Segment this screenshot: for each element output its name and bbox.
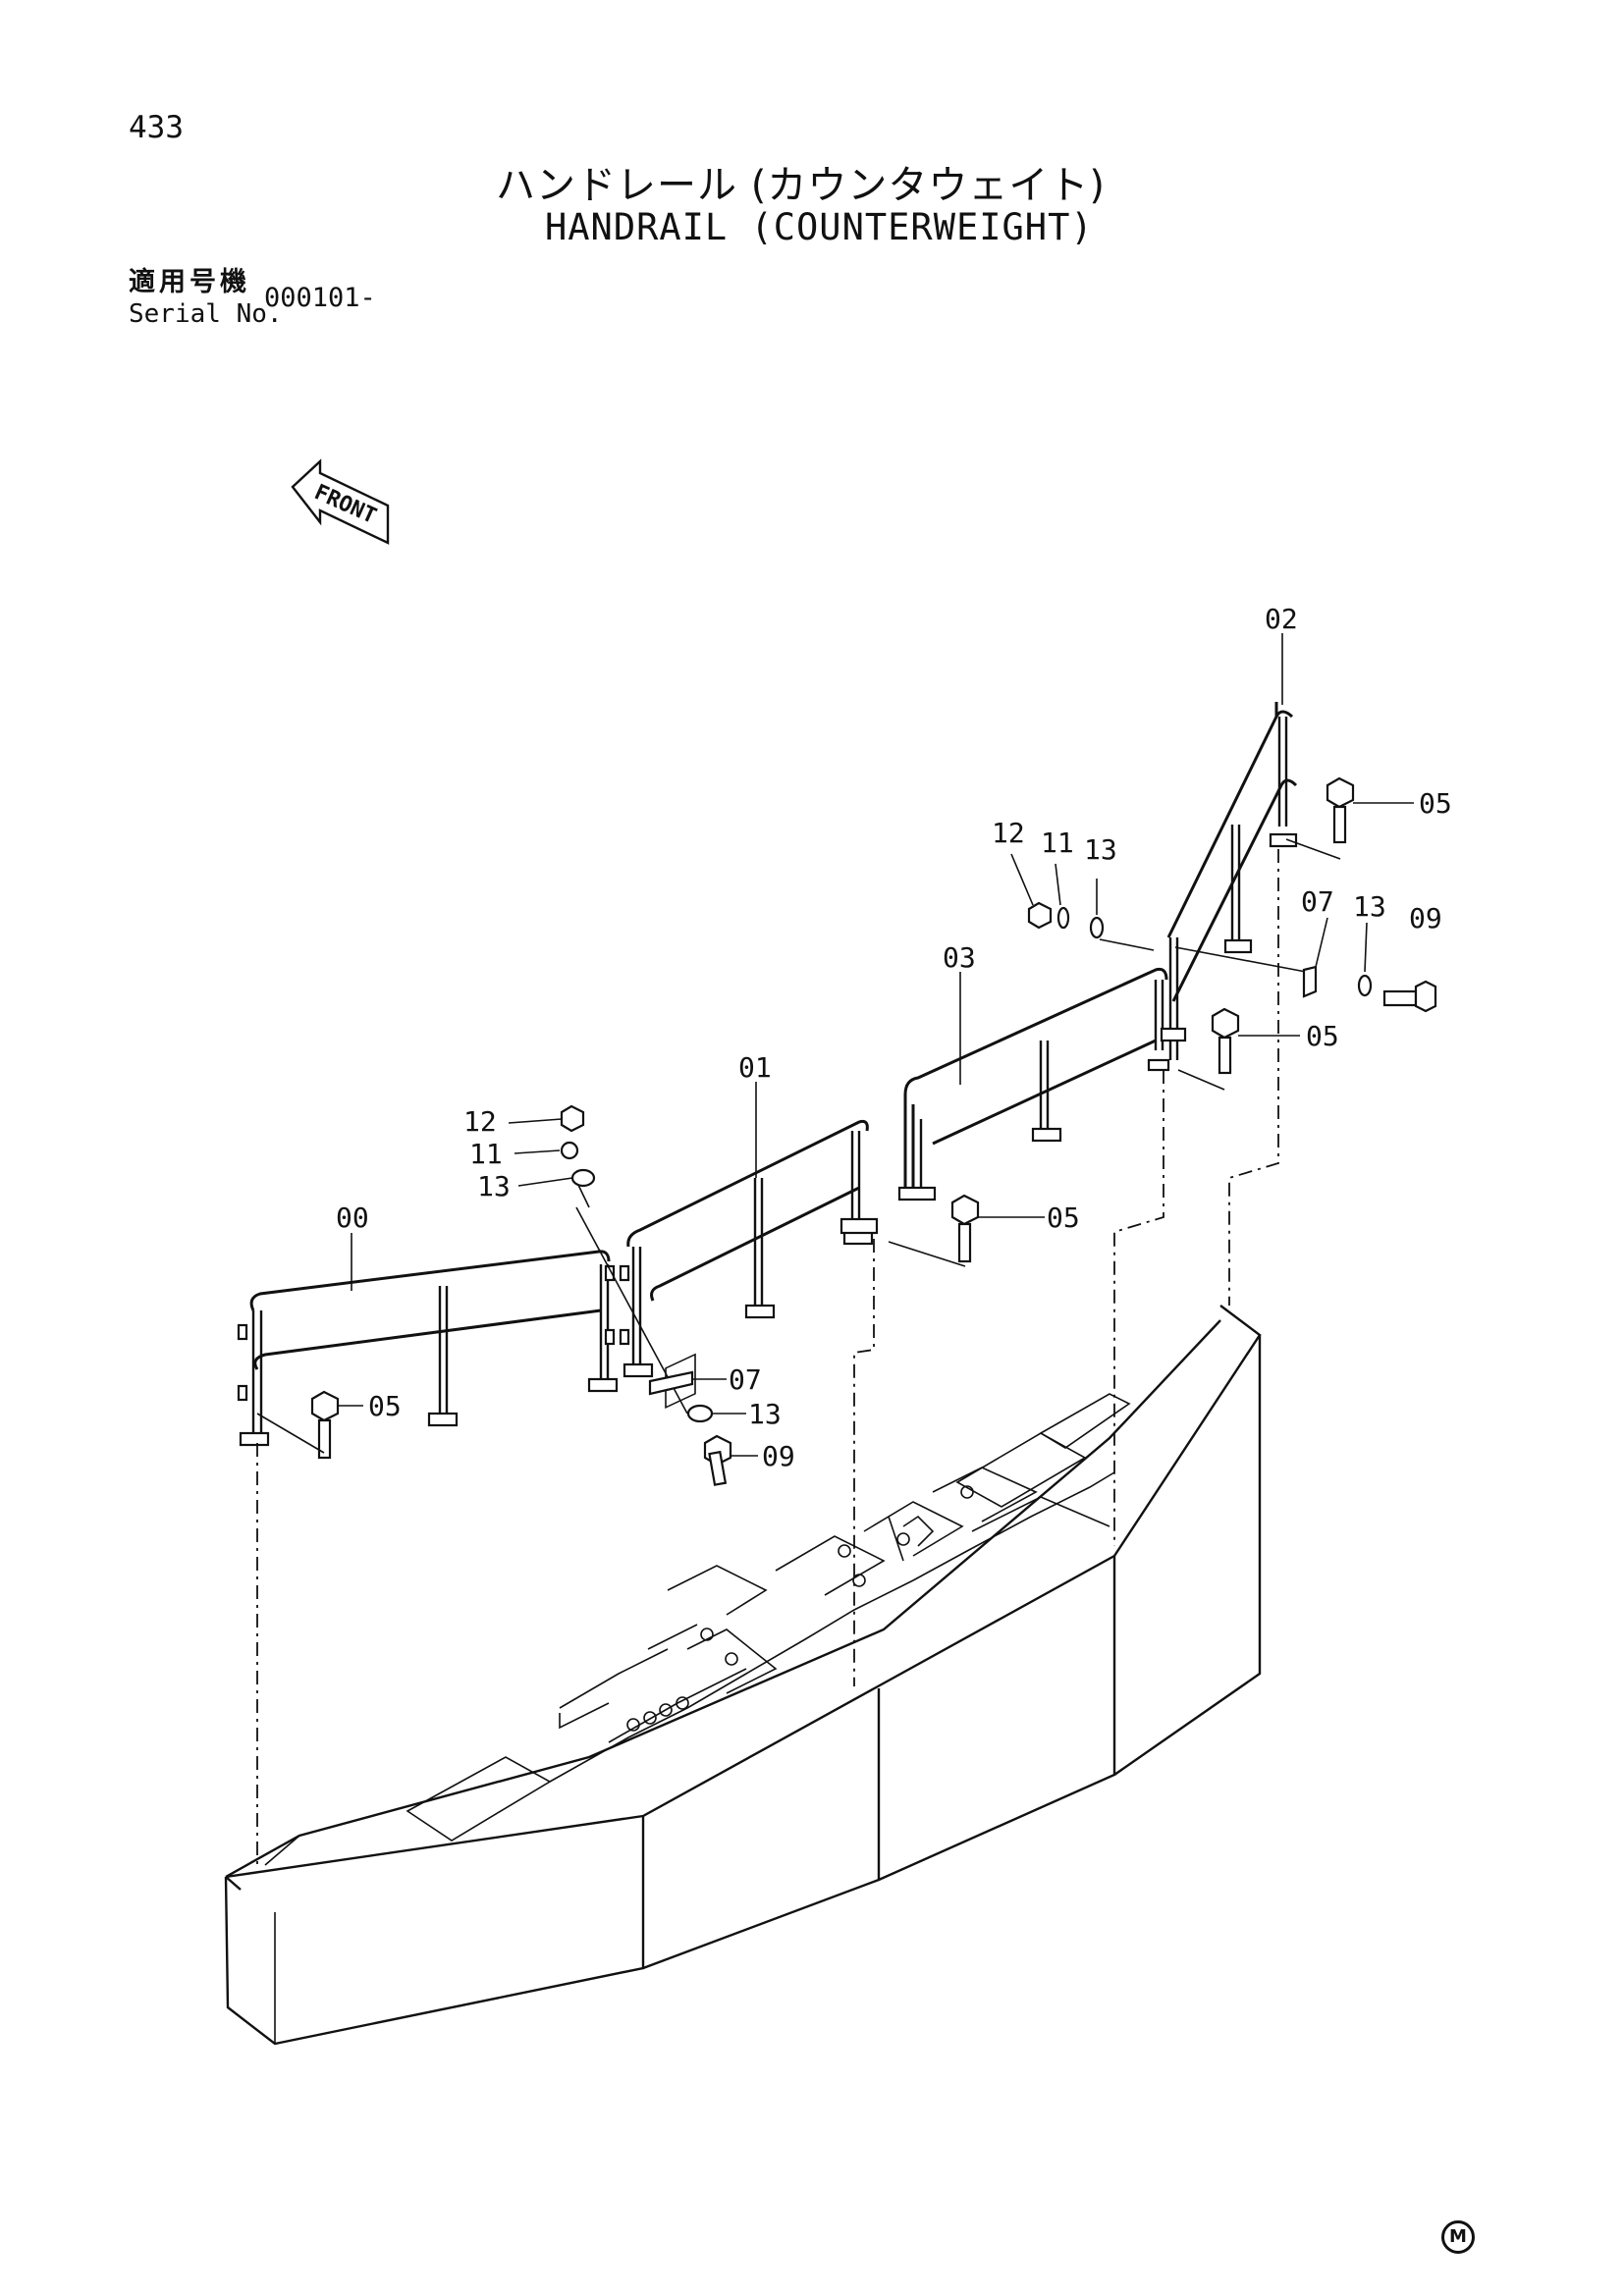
- callout-00: 00: [336, 1201, 369, 1234]
- spring-washer-icon: [1056, 906, 1070, 930]
- hex-bolt-icon: [703, 1434, 732, 1486]
- callout-13: 13: [748, 1398, 782, 1430]
- callout-09: 09: [762, 1440, 795, 1472]
- callout-03: 03: [943, 941, 976, 974]
- callout-12: 12: [463, 1105, 497, 1138]
- callout-labels: 00 01 02 03 05 05 05 05 07 07 09 09 11 1…: [336, 603, 1452, 1472]
- flange-bolt-icon: [1285, 776, 1355, 860]
- washer-icon: [686, 1404, 714, 1423]
- callout-07: 07: [1301, 885, 1334, 918]
- callout-05: 05: [1047, 1201, 1080, 1234]
- callout-leaders: [338, 633, 1414, 1457]
- manufacturer-mark-icon: M: [1441, 2220, 1475, 2254]
- flange-bolt-icon: [888, 1194, 980, 1267]
- handrail-00: [237, 1250, 619, 1447]
- washer-icon: [1089, 916, 1105, 939]
- callout-13: 13: [477, 1170, 511, 1202]
- handrail-02: [1147, 702, 1298, 1072]
- flange-bolt-icon: [256, 1390, 340, 1460]
- handrail-03: [839, 968, 1168, 1235]
- plate-icon: [648, 1370, 694, 1396]
- spring-washer-icon: [560, 1141, 579, 1160]
- page-number: 433: [129, 110, 184, 145]
- nut-icon: [1027, 901, 1053, 930]
- callout-11: 11: [469, 1138, 503, 1170]
- serial-label-japanese: 適用号機: [129, 267, 250, 297]
- callout-07: 07: [729, 1363, 762, 1396]
- callout-05: 05: [1306, 1020, 1339, 1052]
- page-title-japanese: ハンドレール (カウンタウェイト): [496, 163, 1106, 208]
- callout-11: 11: [1041, 827, 1074, 859]
- serial-label: Serial No.: [129, 299, 283, 329]
- nut-icon: [560, 1104, 585, 1133]
- callout-09: 09: [1409, 902, 1442, 934]
- leader-lines: [256, 849, 1307, 1870]
- hex-bolt-icon: [1382, 980, 1437, 1013]
- washer-icon: [1357, 974, 1373, 997]
- plate-icon: [1302, 965, 1318, 998]
- front-arrow-icon: FRONT: [291, 458, 390, 545]
- callout-13: 13: [1353, 890, 1386, 923]
- washer-icon: [570, 1168, 596, 1188]
- callout-12: 12: [992, 817, 1025, 849]
- hardware-parts: [256, 776, 1437, 1486]
- flange-bolt-icon: [1177, 1007, 1240, 1091]
- callout-13: 13: [1084, 833, 1117, 866]
- counterweight-body: [224, 1305, 1262, 2046]
- callout-05: 05: [1419, 787, 1452, 820]
- page-title: HANDRAIL (COUNTERWEIGHT): [545, 206, 1094, 248]
- callout-01: 01: [738, 1051, 772, 1084]
- serial-value: 000101-: [264, 283, 376, 313]
- callout-05: 05: [368, 1390, 402, 1422]
- callout-02: 02: [1265, 603, 1298, 635]
- handrail-01: [619, 1119, 874, 1378]
